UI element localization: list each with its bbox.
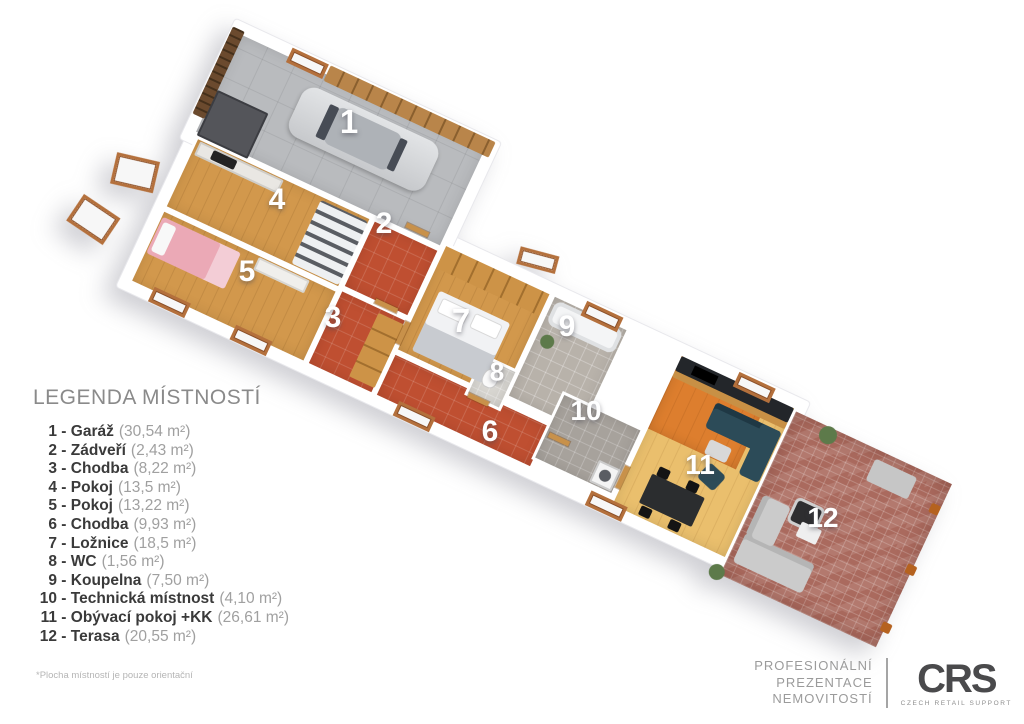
brand-divider — [885, 658, 888, 708]
pillow-right — [468, 312, 503, 341]
legend-item: 1 - Garáž(30,54 m²) — [48, 423, 191, 440]
legend-item: 5 - Pokoj(13,22 m²) — [48, 497, 190, 515]
room-label-3: 3 — [324, 301, 342, 334]
legend-item: 10 - Technická místnost(4,10 m²) — [39, 590, 283, 608]
crs-logo: CRS CZECH RETAIL SUPPORT — [900, 656, 1012, 707]
legend-item: 11 - Obývací pokoj +KK(26,61 m²) — [40, 608, 289, 626]
room-label-5: 5 — [238, 255, 256, 288]
branding: PROFESIONÁLNÍ PREZENTACE NEMOVITOSTÍ CRS… — [754, 658, 1012, 708]
legend-item: 2 - Zádveří(2,43 m²) — [48, 441, 194, 459]
leaning-frame-1 — [109, 152, 161, 194]
legend: LEGENDA MÍSTNOSTÍ 1 - Garáž(30,54 m²) 2 … — [33, 386, 289, 646]
legend-item: 9 - Koupelna(7,50 m²) — [48, 571, 210, 589]
leaning-frame-2 — [66, 193, 121, 246]
legend-item: 7 - Ložnice(18,5 m²) — [48, 534, 197, 552]
washer-drum — [597, 467, 613, 484]
brand-tagline: PROFESIONÁLNÍ PREZENTACE NEMOVITOSTÍ — [754, 658, 872, 708]
crs-logo-subtext: CZECH RETAIL SUPPORT — [900, 699, 1012, 707]
legend-item: 6 - Chodba(9,93 m²) — [48, 515, 197, 533]
room-label-2: 2 — [375, 207, 393, 240]
room-label-4: 4 — [268, 183, 286, 216]
legend-item: 4 - Pokoj(13,5 m²) — [48, 478, 181, 496]
tagline-line-1: PROFESIONÁLNÍ — [754, 658, 873, 674]
room-label-6: 6 — [481, 415, 499, 448]
room-label-9: 9 — [558, 310, 576, 343]
tagline-line-3: NEMOVITOSTÍ — [772, 691, 873, 707]
tagline-line-2: PREZENTACE — [776, 674, 873, 690]
room-label-1: 1 — [339, 103, 359, 140]
crs-logo-text: CRS — [917, 656, 997, 701]
room-label-12: 12 — [807, 502, 839, 533]
room-label-8: 8 — [489, 356, 505, 387]
legend-title: LEGENDA MÍSTNOSTÍ — [33, 386, 261, 409]
legend-items: 1 - Garáž(30,54 m²) 2 - Zádveří(2,43 m²)… — [33, 423, 289, 646]
room-label-10: 10 — [570, 395, 602, 426]
legend-footnote: *Plocha místností je pouze orientační — [36, 670, 193, 681]
legend-item: 8 - WC(1,56 m²) — [48, 553, 165, 571]
legend-item: 3 - Chodba(8,22 m²) — [48, 460, 197, 478]
room-label-11: 11 — [685, 449, 715, 480]
room-label-7: 7 — [451, 302, 471, 339]
legend-item: 12 - Terasa(20,55 m²) — [39, 627, 197, 645]
